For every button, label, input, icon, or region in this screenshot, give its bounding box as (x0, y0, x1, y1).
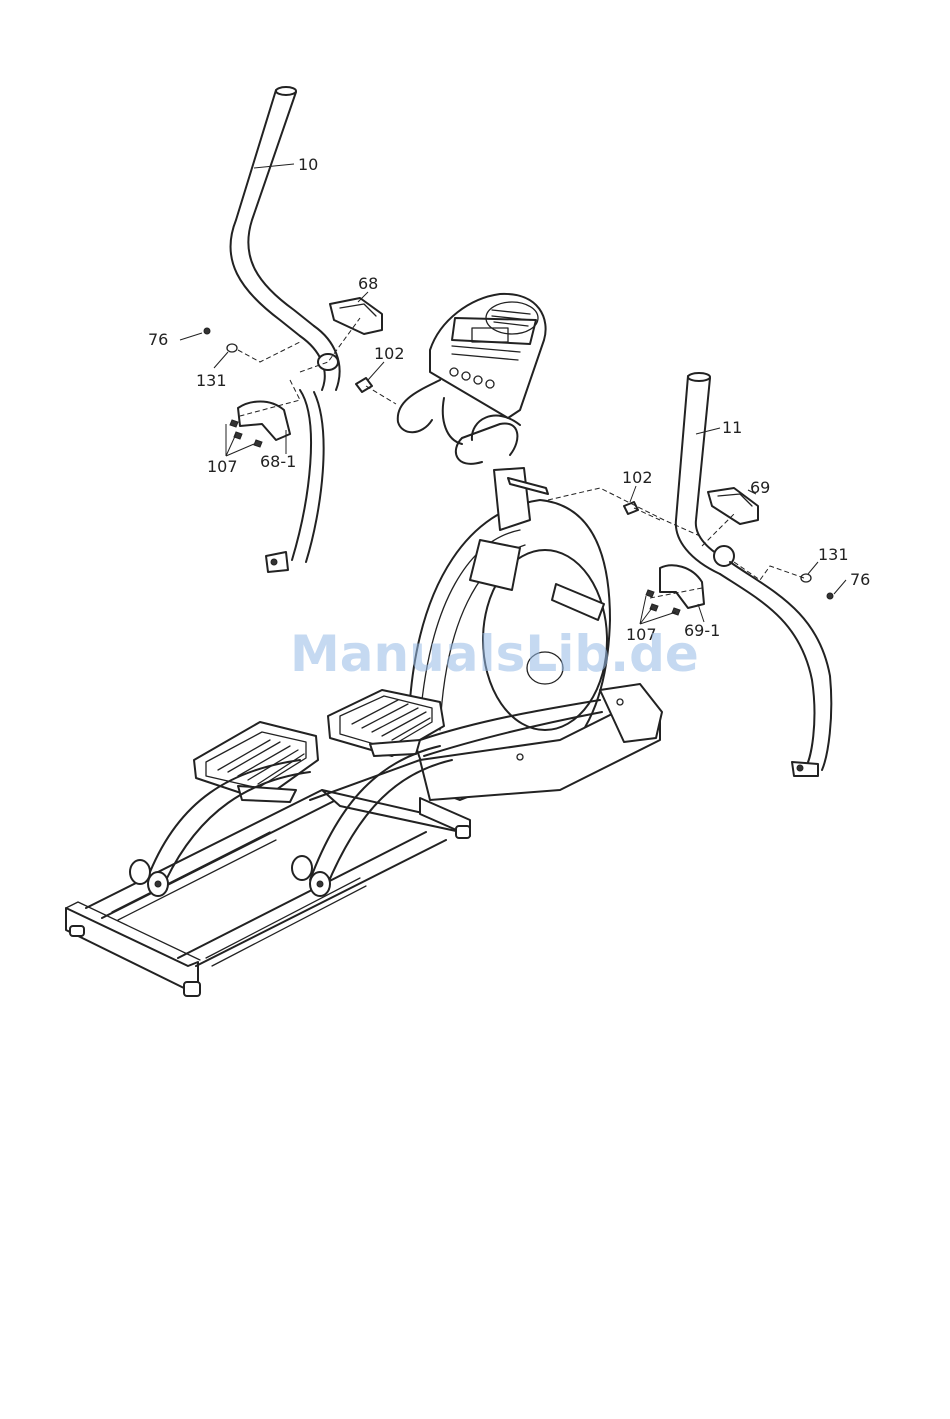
base-frame (66, 790, 470, 996)
left-upper-handlebar (230, 87, 339, 572)
callout-131-right: 131 (818, 545, 849, 564)
track-wheels (130, 856, 330, 896)
left-handlebar-cover-68-1 (238, 402, 290, 441)
callout-69: 69 (750, 478, 770, 497)
callout-68: 68 (358, 274, 378, 293)
callout-102-right: 102 (622, 468, 653, 487)
callout-102-left: 102 (374, 344, 405, 363)
callout-68-1: 68-1 (260, 452, 296, 471)
right-handlebar-cover-69-1 (660, 565, 704, 608)
watermark: ManualsLib.de (290, 625, 699, 683)
callout-131-left: 131 (196, 371, 227, 390)
callout-76-left: 76 (148, 330, 168, 349)
callout-107-left: 107 (207, 457, 238, 476)
console-mast (398, 380, 548, 530)
callout-11: 11 (722, 418, 742, 437)
console-display (430, 294, 546, 418)
callout-76-right: 76 (850, 570, 870, 589)
callout-10: 10 (298, 155, 318, 174)
left-handlebar-cover-68 (330, 298, 382, 334)
